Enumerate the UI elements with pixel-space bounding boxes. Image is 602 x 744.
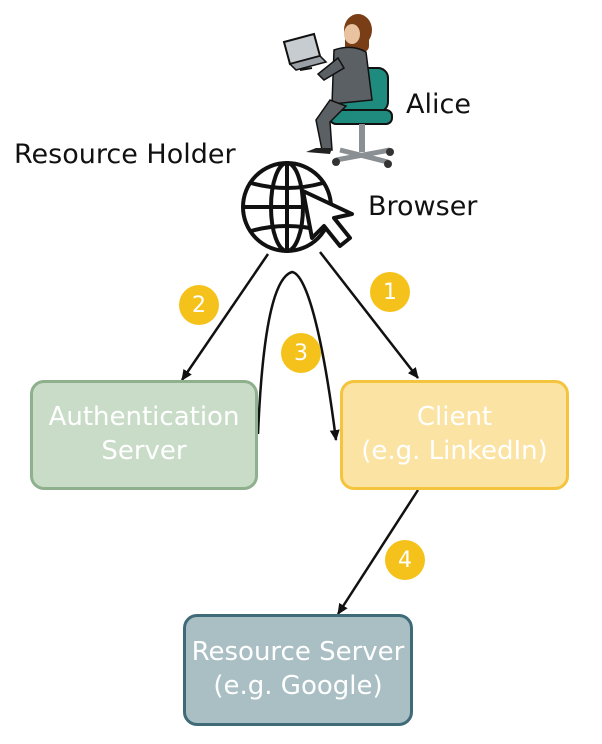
arrow-step-2 xyxy=(180,253,270,381)
step-badge-2: 2 xyxy=(179,285,219,325)
client-line2: (e.g. LinkedIn) xyxy=(361,436,548,466)
authentication-server-line1: Authentication xyxy=(48,402,240,433)
flow-arrows xyxy=(180,251,420,615)
resource-server-line1: Resource Server xyxy=(191,637,405,668)
authentication-server-line2: Server xyxy=(101,436,187,466)
alice-label: Alice xyxy=(406,89,471,120)
step-badge-1: 1 xyxy=(370,272,410,312)
person-at-laptop-icon xyxy=(282,14,394,168)
cursor-arrow-icon xyxy=(301,189,354,248)
resource-server-box: Resource Server (e.g. Google) xyxy=(183,614,413,726)
step-badge-4: 4 xyxy=(385,540,425,580)
authentication-server-box: Authentication Server xyxy=(30,380,258,490)
client-line1: Client xyxy=(416,402,493,433)
arrow-step-1 xyxy=(319,251,419,379)
resource-holder-label: Resource Holder xyxy=(14,139,236,170)
browser-label: Browser xyxy=(368,191,478,222)
arrow-step-3 xyxy=(256,270,340,441)
client-box: Client (e.g. LinkedIn) xyxy=(340,380,569,490)
step-badge-3: 3 xyxy=(281,333,321,373)
arrow-step-4 xyxy=(336,489,420,615)
resource-server-line2: (e.g. Google) xyxy=(213,671,383,701)
